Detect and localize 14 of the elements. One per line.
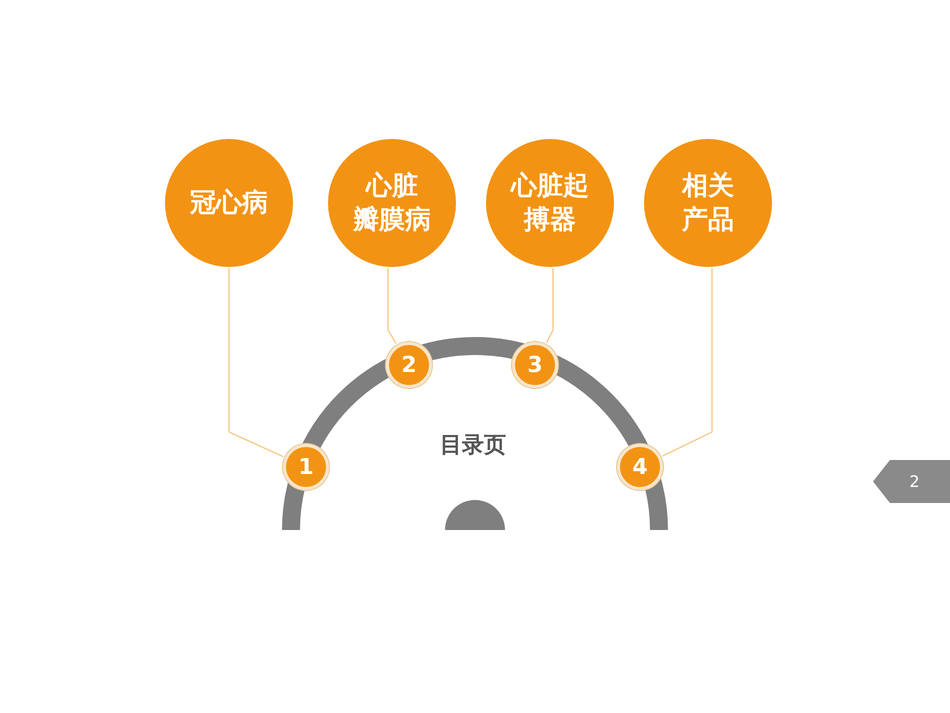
topic-circle: 心脏瓣膜病 <box>328 139 456 267</box>
number-badge: 2 <box>386 342 432 388</box>
leader-line <box>228 268 284 458</box>
leader-line <box>662 268 713 457</box>
number-badge: 1 <box>283 444 329 490</box>
topic-circle: 相关产品 <box>644 139 772 267</box>
leader-line <box>546 268 554 344</box>
leader-line <box>387 268 397 344</box>
center-title: 目录页 <box>440 432 506 460</box>
page-number-tag: 2 <box>873 460 950 503</box>
topic-circle: 冠心病 <box>165 139 293 267</box>
number-badge: 4 <box>617 444 663 490</box>
topic-circle: 心脏起搏器 <box>486 139 614 267</box>
number-badge: 3 <box>512 342 558 388</box>
